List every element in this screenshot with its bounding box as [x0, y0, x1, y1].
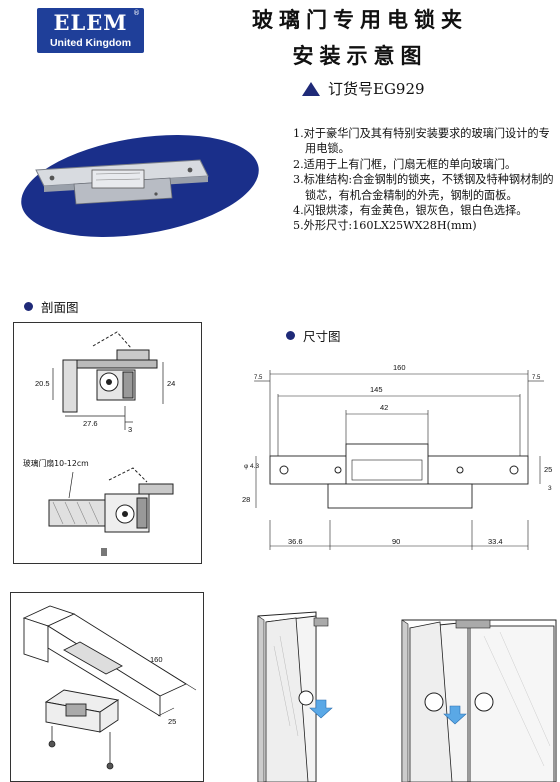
- spec-list: 1.对于豪华门及其有特别安装要求的玻璃门设计的专用电锁。 2.适用于上有门框，门…: [293, 126, 557, 234]
- double-door-illustration: [401, 619, 557, 782]
- push-arrow-icon: [309, 699, 333, 719]
- dim-body-height: 28: [242, 495, 250, 504]
- bullet-icon: [24, 302, 33, 311]
- logo-registered-mark: ®: [133, 9, 140, 17]
- dim-bottom-left: 36.6: [288, 537, 303, 546]
- install-dim-width: 25: [168, 717, 176, 726]
- logo-subtitle: United Kingdom: [49, 37, 132, 49]
- door-frame-section: [22, 605, 187, 717]
- section-heading-profile: 剖面图: [24, 297, 79, 316]
- page-subtitle: 安装示意图: [292, 44, 428, 68]
- profile-lower-section: [48, 467, 174, 556]
- profile-dim-height-left: 20.5: [35, 379, 50, 388]
- dimension-diagram: 160 145 42 7.5 7.5 φ 4.3 25 28 3 36.6 90…: [242, 363, 552, 550]
- profile-frame: [13, 322, 202, 564]
- dim-center-width: 42: [380, 403, 388, 412]
- strike-plate-drawing: [269, 443, 529, 509]
- dim-inner-length: 145: [370, 385, 383, 394]
- bullet-icon: [286, 331, 295, 340]
- dimension-lines: [254, 370, 544, 550]
- length-dim-line: [121, 643, 197, 691]
- order-number: 订货号EG929: [328, 80, 425, 98]
- glass-thickness-label: 玻璃门扇10-12cm: [23, 458, 89, 468]
- section-heading-dimension: 尺寸图: [286, 326, 341, 345]
- page-title: 玻璃门专用电锁夹: [252, 8, 468, 32]
- spec-item: 5.外形尺寸:160LX25WX28H(mm): [293, 219, 477, 233]
- push-arrow-icon: [443, 705, 467, 725]
- screw-icons: [48, 726, 114, 770]
- door-illustrations: [257, 611, 557, 782]
- profile-dim-offset: 3: [128, 425, 132, 434]
- dim-hole-diameter: φ 4.3: [244, 463, 259, 470]
- spec-item: 3.标准结构:合金钢制的锁夹，不锈钢及特种钢材制的锁芯，有机合金精制的外壳，钢制…: [293, 173, 554, 202]
- logo-brand-text: ELEM: [53, 10, 128, 35]
- order-number-row: 订货号EG929: [302, 78, 425, 99]
- profile-diagram: 20.5 24 27.6 3 玻璃门扇10-12cm: [13, 322, 202, 564]
- dim-bottom-mid: 90: [392, 537, 400, 546]
- dim-total-length: 160: [393, 363, 406, 372]
- strike-plate-illustration: [35, 159, 209, 205]
- brand-logo: ELEM ® United Kingdom: [37, 8, 144, 53]
- dim-plate-width: 25: [544, 465, 552, 474]
- section-label: 剖面图: [41, 300, 79, 315]
- installation-diagram: 160 25: [10, 592, 204, 782]
- profile-dim-width: 27.6: [83, 419, 98, 428]
- product-photo: [21, 135, 259, 237]
- profile-dim-height-right: 24: [167, 379, 175, 388]
- spec-item: 4.闪银烘漆，有金黄色，银灰色，银白色选择。: [293, 204, 528, 218]
- dim-right-edge: 7.5: [532, 375, 541, 381]
- section-label: 尺寸图: [303, 329, 341, 344]
- dim-bottom-right: 33.4: [488, 537, 503, 546]
- dim-left-edge: 7.5: [254, 375, 263, 381]
- profile-upper-section: [52, 331, 164, 430]
- install-dim-length: 160: [150, 655, 163, 664]
- triangle-marker-icon: [302, 81, 320, 96]
- dim-offset: 3: [548, 485, 552, 492]
- single-door-illustration: [257, 611, 333, 782]
- strike-body-illustration: [44, 689, 120, 733]
- spec-item: 2.适用于上有门框，门扇无框的单向玻璃门。: [293, 157, 517, 171]
- width-dim-line: [157, 707, 175, 717]
- spec-item: 1.对于豪华门及其有特别安装要求的玻璃门设计的专用电锁。: [293, 127, 550, 156]
